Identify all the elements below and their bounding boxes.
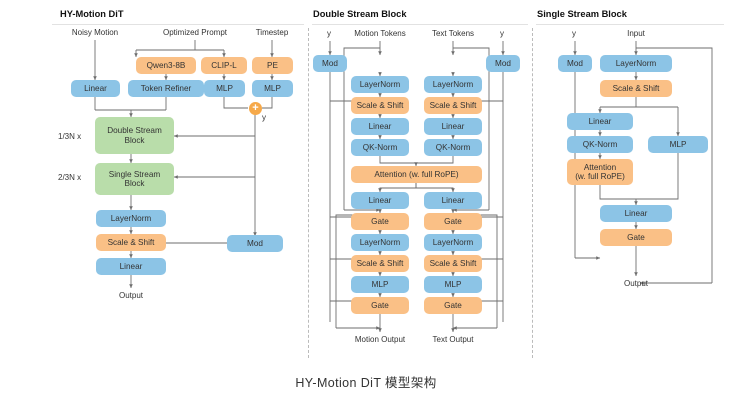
header-rule-right <box>536 24 724 25</box>
text-linear-1[interactable]: Linear <box>424 118 482 135</box>
header-rule-middle <box>312 24 528 25</box>
single-scale-shift[interactable]: Scale & Shift <box>600 80 672 97</box>
motion-scale-shift-1[interactable]: Scale & Shift <box>351 97 409 114</box>
motion-gate-1[interactable]: Gate <box>351 213 409 230</box>
header-rule-left <box>52 24 304 25</box>
motion-layernorm-1[interactable]: LayerNorm <box>351 76 409 93</box>
label-text-tokens: Text Tokens <box>431 29 475 38</box>
figure-caption: HY-Motion DiT 模型架构 <box>295 376 437 390</box>
node-pe[interactable]: PE <box>252 57 293 74</box>
text-scale-shift-2[interactable]: Scale & Shift <box>424 255 482 272</box>
text-scale-shift-1[interactable]: Scale & Shift <box>424 97 482 114</box>
label-one-third-n: 1/3N x <box>58 132 82 141</box>
label-text-output: Text Output <box>432 335 474 344</box>
motion-layernorm-2[interactable]: LayerNorm <box>351 234 409 251</box>
text-linear-2[interactable]: Linear <box>424 192 482 209</box>
node-mod-middle-left[interactable]: Mod <box>313 55 347 72</box>
label-input-right: Input <box>627 29 645 38</box>
single-mlp[interactable]: MLP <box>648 136 708 153</box>
label-optimized-prompt: Optimized Prompt <box>162 28 228 37</box>
text-gate-1[interactable]: Gate <box>424 213 482 230</box>
motion-gate-2[interactable]: Gate <box>351 297 409 314</box>
label-y-left: y <box>262 113 266 122</box>
node-mlp-pe[interactable]: MLP <box>252 80 293 97</box>
panel-title-middle: Double Stream Block <box>313 9 407 19</box>
single-linear-qkv[interactable]: Linear <box>567 113 633 130</box>
node-double-stream-block[interactable]: Double Stream Block <box>95 117 174 154</box>
text-gate-2[interactable]: Gate <box>424 297 482 314</box>
motion-linear-1[interactable]: Linear <box>351 118 409 135</box>
label-motion-tokens: Motion Tokens <box>354 29 406 38</box>
label-output-right: Output <box>623 279 649 288</box>
node-linear-final[interactable]: Linear <box>96 258 166 275</box>
label-noisy-motion: Noisy Motion <box>71 28 119 37</box>
node-linear-input[interactable]: Linear <box>71 80 120 97</box>
label-y-middle-right: y <box>500 29 504 38</box>
single-gate[interactable]: Gate <box>600 229 672 246</box>
motion-qk-norm[interactable]: QK-Norm <box>351 139 409 156</box>
panel-title-right: Single Stream Block <box>537 9 627 19</box>
motion-linear-2[interactable]: Linear <box>351 192 409 209</box>
node-attention-double[interactable]: Attention (w. full RoPE) <box>351 166 482 183</box>
single-layernorm[interactable]: LayerNorm <box>600 55 672 72</box>
label-motion-output: Motion Output <box>354 335 406 344</box>
node-mod-middle-right[interactable]: Mod <box>486 55 520 72</box>
node-qwen3-8b[interactable]: Qwen3-8B <box>136 57 196 74</box>
label-timestep: Timestep <box>255 28 289 37</box>
add-junction-icon: + <box>249 102 262 115</box>
text-mlp[interactable]: MLP <box>424 276 482 293</box>
label-y-right: y <box>572 29 576 38</box>
node-layernorm-final[interactable]: LayerNorm <box>96 210 166 227</box>
panel-title-left: HY-Motion DiT <box>60 9 124 19</box>
single-linear-out[interactable]: Linear <box>600 205 672 222</box>
node-clip-l[interactable]: CLIP-L <box>201 57 247 74</box>
node-mod-right[interactable]: Mod <box>558 55 592 72</box>
node-mod-left[interactable]: Mod <box>227 235 283 252</box>
single-attention[interactable]: Attention (w. full RoPE) <box>567 159 633 185</box>
label-two-thirds-n: 2/3N x <box>58 173 82 182</box>
text-layernorm-2[interactable]: LayerNorm <box>424 234 482 251</box>
node-token-refiner[interactable]: Token Refiner <box>128 80 204 97</box>
text-layernorm-1[interactable]: LayerNorm <box>424 76 482 93</box>
label-y-middle-left: y <box>327 29 331 38</box>
node-mlp-clip[interactable]: MLP <box>204 80 245 97</box>
panel-divider-1 <box>308 28 309 358</box>
panel-divider-2 <box>532 28 533 358</box>
label-output-left: Output <box>118 291 144 300</box>
node-scale-shift-final[interactable]: Scale & Shift <box>96 234 166 251</box>
node-single-stream-block[interactable]: Single Stream Block <box>95 163 174 195</box>
text-qk-norm[interactable]: QK-Norm <box>424 139 482 156</box>
motion-mlp[interactable]: MLP <box>351 276 409 293</box>
motion-scale-shift-2[interactable]: Scale & Shift <box>351 255 409 272</box>
single-qk-norm[interactable]: QK-Norm <box>567 136 633 153</box>
